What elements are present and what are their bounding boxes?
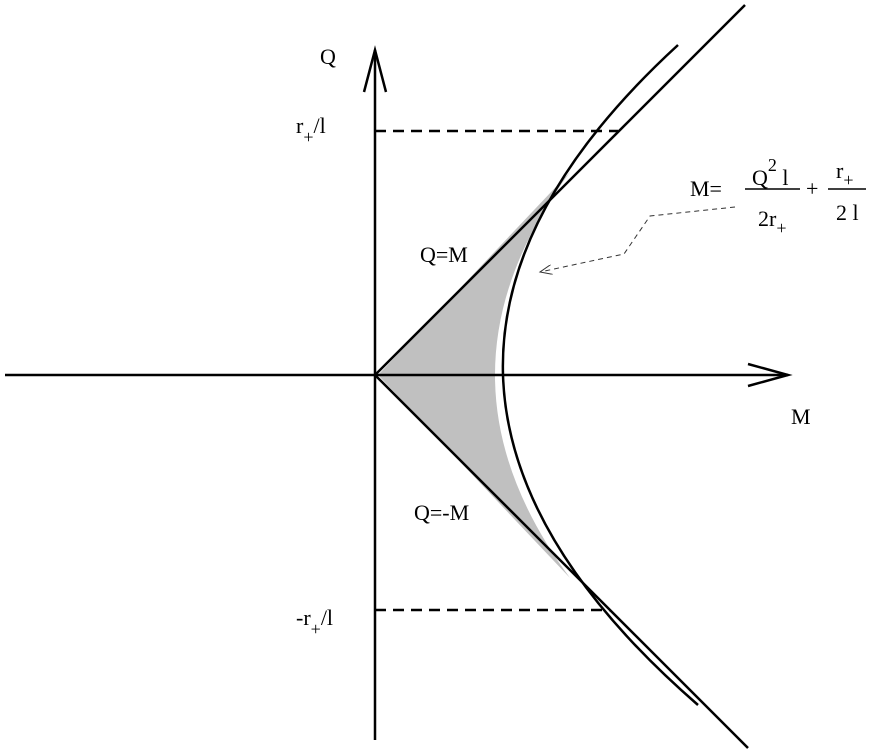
formula-term1-numerator: Q2 l [752,155,789,190]
q-axis-arrowhead [362,45,388,93]
q-equals-m-label: Q=M [420,242,468,267]
lower-level-label: -r+/l [296,605,333,639]
formula-term2-numerator: r+ [836,158,853,190]
line-q-equals-minus-m [374,374,749,749]
q-equals-minus-m-label: Q=-M [414,500,469,525]
line-q-equals-m [374,4,746,376]
formula-plus: + [806,176,818,201]
m-axis-arrowhead [747,362,793,388]
formula-term2-denominator: 2 l [836,200,859,225]
m-axis-label: M [791,404,811,429]
formula-term1-denominator: 2r+ [758,206,786,238]
formula-lhs: M= [690,176,722,201]
parabola-curve [501,44,699,706]
formula-pointer [540,206,736,272]
parabola-formula: M= Q2 l 2r+ + r+ 2 l [690,155,866,238]
upper-level-label: r+/l [296,113,326,147]
q-axis-label: Q [320,44,336,69]
